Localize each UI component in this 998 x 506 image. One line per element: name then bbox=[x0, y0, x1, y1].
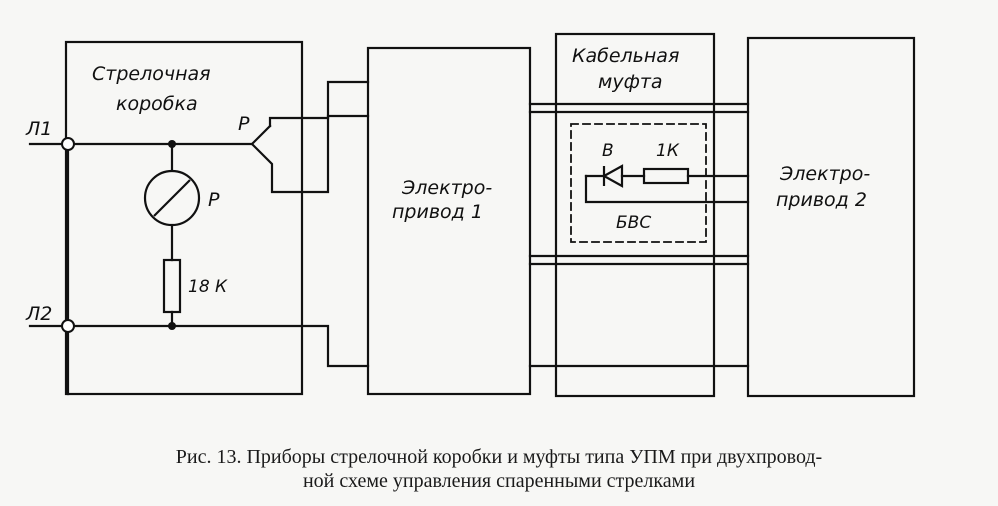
relay-contact-wire-upper bbox=[268, 114, 370, 128]
figure-caption: Рис. 13. Приборы стрелочной коробки и му… bbox=[0, 445, 998, 493]
line2-label: Л2 bbox=[25, 303, 52, 325]
line1-label: Л1 bbox=[25, 118, 52, 140]
resistor-18k-label: 18 К bbox=[188, 277, 228, 297]
diode-icon bbox=[601, 164, 624, 188]
caption-line1: Рис. 13. Приборы стрелочной коробки и му… bbox=[175, 446, 823, 468]
line-l2-wire bbox=[28, 324, 370, 368]
switch-box-title-line2: коробка bbox=[116, 93, 198, 115]
drive2-label-line2: привод 2 bbox=[776, 189, 867, 211]
terminal-l2 bbox=[61, 319, 75, 333]
switch-box bbox=[64, 40, 304, 396]
cable-coupling-title-line1: Кабельная bbox=[572, 45, 679, 67]
resistor-1k-label: 1К bbox=[656, 141, 680, 161]
resistor-18k-icon bbox=[162, 258, 182, 314]
relay-label: Р bbox=[208, 189, 220, 211]
bvs-label: БВС bbox=[616, 213, 651, 233]
switch-box-title-line1: Стрелочная bbox=[92, 63, 211, 85]
bus-lower bbox=[528, 254, 750, 266]
electric-drive-1-box bbox=[366, 46, 532, 396]
bvs-unit-box bbox=[570, 123, 707, 243]
relay-contact bbox=[250, 80, 370, 194]
junction-dot-top bbox=[168, 140, 176, 148]
drive1-label-line1: Электро- bbox=[401, 177, 492, 199]
drive1-label-line2: привод 1 bbox=[392, 201, 483, 223]
terminal-l1 bbox=[61, 137, 75, 151]
electric-drive-2-box bbox=[746, 36, 916, 398]
cable-coupling-title-line2: муфта bbox=[598, 71, 663, 93]
relay-contact-label: Р bbox=[238, 113, 250, 135]
relay-coil-icon bbox=[143, 169, 201, 227]
relay-coil-slash-icon bbox=[153, 179, 191, 217]
caption-line2: ной схеме управления спаренными стрелкам… bbox=[302, 470, 696, 492]
drive2-label-line1: Электро- bbox=[779, 163, 870, 185]
bus-upper bbox=[528, 102, 750, 114]
bvs-wire-bottom bbox=[584, 174, 750, 204]
cable-coupling-box bbox=[554, 32, 716, 398]
diode-label: В bbox=[602, 141, 614, 161]
junction-dot-bottom bbox=[168, 322, 176, 330]
resistor-1k-icon bbox=[642, 167, 690, 185]
